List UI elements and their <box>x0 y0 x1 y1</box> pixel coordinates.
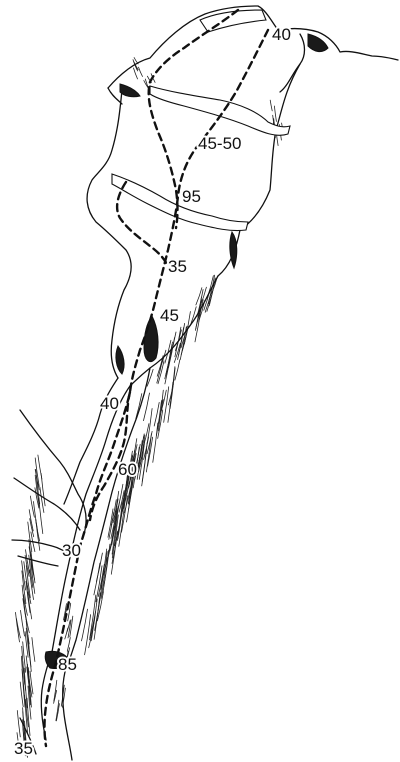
route-line-left-variant <box>147 8 240 230</box>
grade-label: 60 <box>118 460 137 479</box>
rock-hatching <box>15 57 284 758</box>
route-line-left-lower <box>115 180 170 268</box>
grade-label: 40 <box>272 25 291 44</box>
roof-bands <box>111 9 291 232</box>
grade-label: 95 <box>182 187 201 206</box>
grade-label: 35 <box>14 739 33 758</box>
route-lines <box>43 8 270 748</box>
grade-label: 30 <box>62 541 81 560</box>
rock-outline <box>11 5 399 761</box>
route-line-lower-variant <box>88 390 132 522</box>
grade-label: 45-50 <box>198 134 241 153</box>
grade-label: 45 <box>160 306 179 325</box>
grade-label: 40 <box>100 394 119 413</box>
grade-labels: 40 45-50 95 35 45 40 60 30 85 35 <box>12 23 293 760</box>
route-line-main <box>43 28 270 748</box>
grade-label: 35 <box>168 257 187 276</box>
grade-label: 85 <box>58 655 77 674</box>
